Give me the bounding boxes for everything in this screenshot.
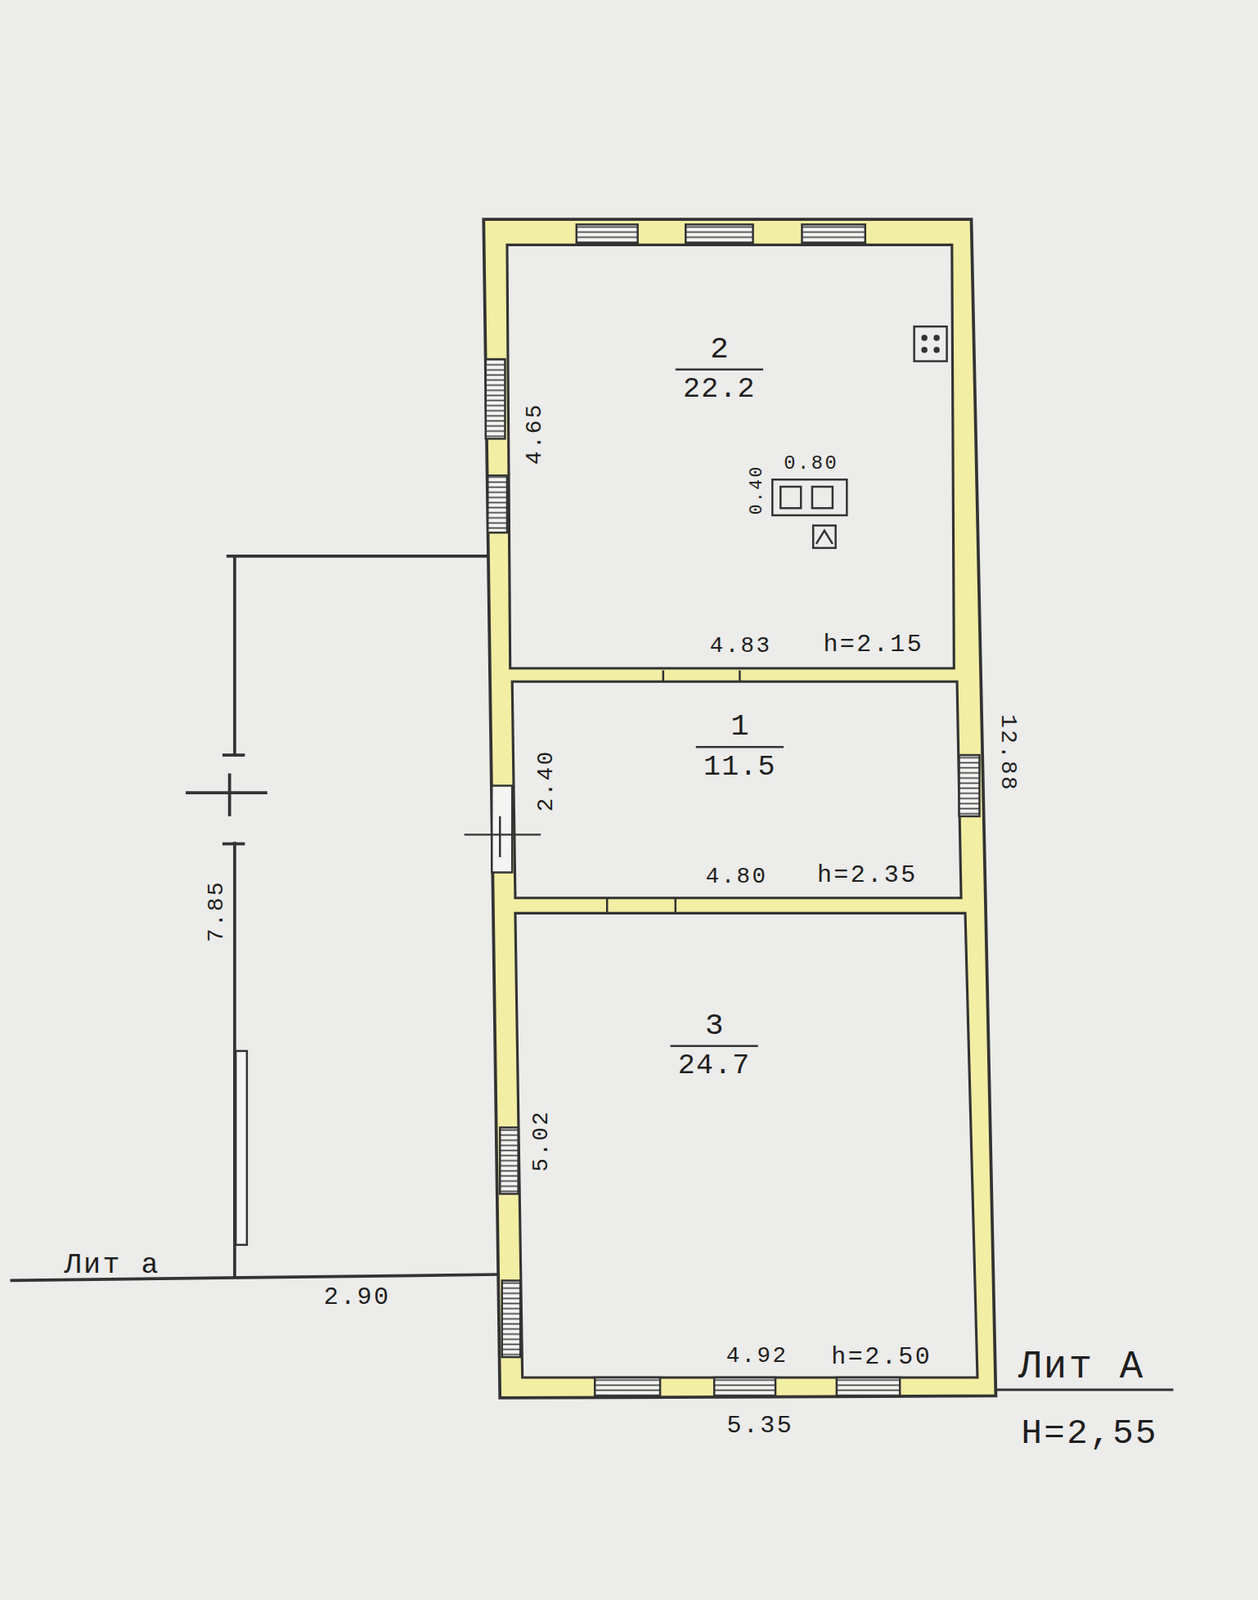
dimension-label: H=2,55 [1020, 1415, 1159, 1451]
dimension-label: 4.92 [726, 1345, 789, 1368]
dimension-label: h=2.35 [817, 862, 918, 888]
room-number: 2 [675, 332, 764, 371]
dimension-label: 4.80 [705, 866, 769, 889]
room-area: 24.7 [678, 1046, 751, 1083]
room: 324.7 [515, 912, 966, 1378]
dimension-label: 2.90 [323, 1285, 391, 1311]
dimension-label: Лит А [1018, 1347, 1146, 1387]
dimension-label: 12.88 [995, 714, 1018, 792]
dimension-label: 0.80 [783, 454, 839, 475]
dimension-label: 4.65 [524, 402, 547, 465]
dimension-label: Лит а [64, 1250, 161, 1280]
dimension-label: 2.40 [535, 749, 558, 812]
room-area: 11.5 [703, 747, 777, 783]
dimension-label: h=2.15 [822, 632, 924, 657]
windows [485, 224, 980, 1396]
vent-symbol [914, 326, 948, 361]
room-label: 324.7 [670, 1009, 759, 1083]
room-number: 1 [696, 709, 784, 748]
room-label: 111.5 [696, 709, 784, 784]
dimension-label: h=2.50 [831, 1344, 932, 1370]
room-area: 22.2 [682, 370, 756, 406]
dimension-label: 0.40 [748, 464, 766, 515]
doors [464, 670, 741, 913]
annex-outline [9, 556, 500, 1281]
stove-symbol [772, 479, 847, 549]
room-number: 3 [670, 1009, 759, 1047]
dimension-label: 5.35 [726, 1414, 794, 1439]
dimension-label: 5.02 [530, 1109, 553, 1173]
dimension-label: 4.83 [709, 635, 773, 658]
baseline [994, 1388, 1173, 1391]
dimension-label: 7.85 [206, 880, 229, 943]
room-label: 222.2 [675, 332, 764, 407]
building-walls [483, 219, 996, 1398]
room: 222.2 [507, 244, 953, 669]
